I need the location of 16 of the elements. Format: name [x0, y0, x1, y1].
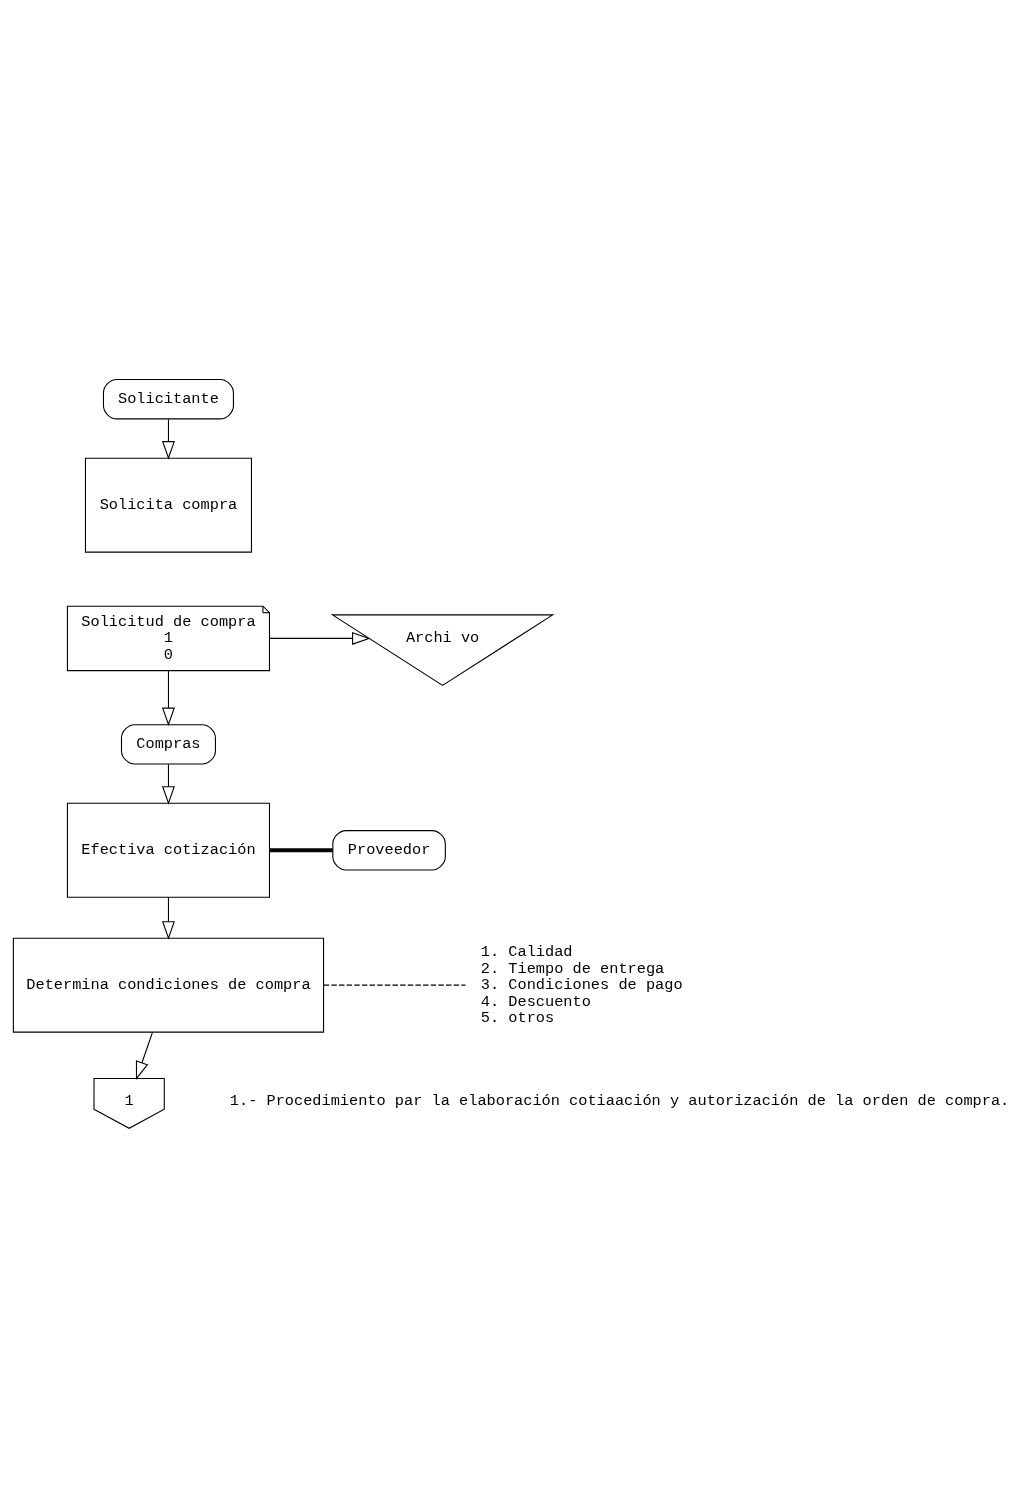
arrow: [268, 631, 371, 645]
node-box: Compras: [120, 724, 216, 765]
node-box: Determina condiciones de compra: [12, 937, 324, 1033]
node-box: Solicita compra: [84, 457, 252, 553]
arrow: [161, 896, 175, 940]
arrow: [135, 1031, 153, 1080]
connector: [322, 984, 466, 986]
connector: [269, 848, 333, 853]
node-box: Solicitante: [102, 379, 234, 420]
arrow: [161, 763, 175, 805]
arrow: [161, 418, 175, 460]
node-box: Efectiva cotización: [66, 802, 270, 898]
node-text: 1. Calidad 2. Tiempo de entrega 3. Condiciones de pago 4. Descuento 5. otros: [480, 943, 683, 1027]
label: 1.- Procedimiento par la elaboración cotiaación y autorización de la orden de compra.: [229, 1091, 1009, 1110]
arrow: [161, 670, 175, 727]
node-box: Proveedor: [331, 830, 446, 871]
